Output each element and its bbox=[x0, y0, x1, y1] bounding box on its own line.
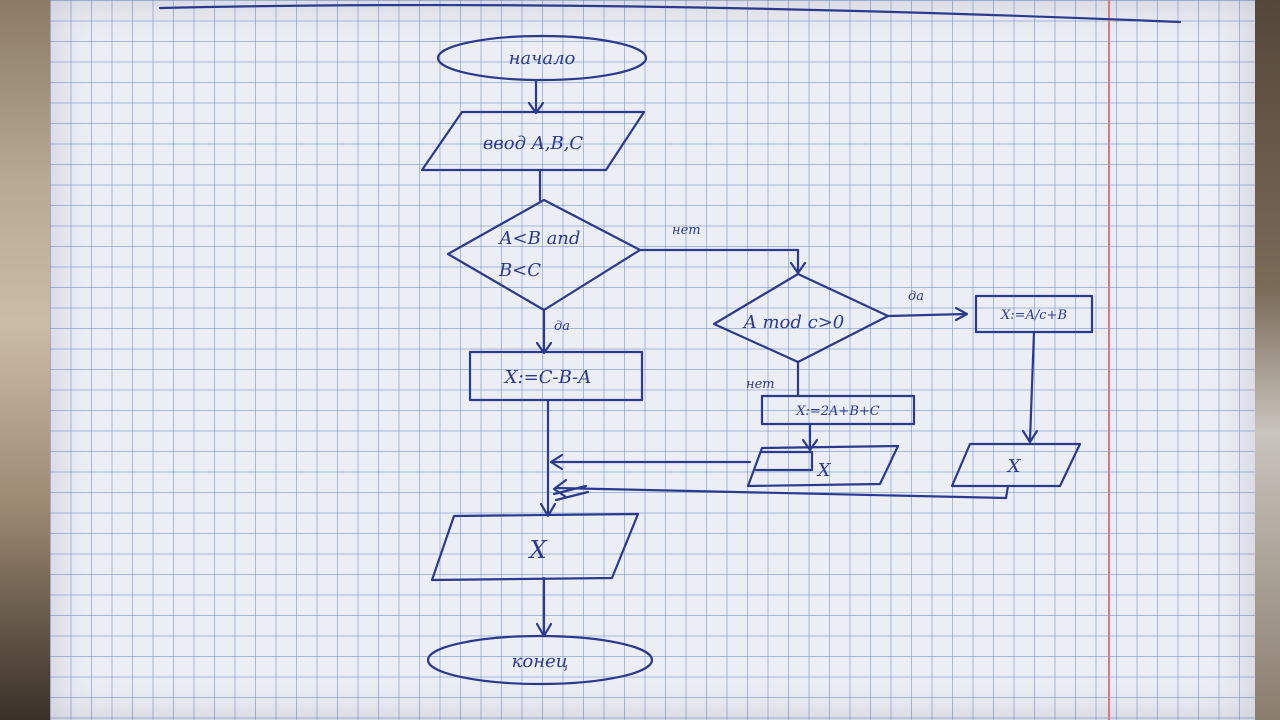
merge-scribble bbox=[552, 484, 590, 502]
label-no-2: нет bbox=[746, 377, 775, 392]
graph-paper bbox=[50, 0, 1255, 720]
assign-1-block: X:=C-B-A bbox=[468, 350, 644, 402]
arrow-cond2-yes-head bbox=[954, 306, 969, 322]
condition-1-line1: A<B and bbox=[498, 228, 581, 249]
arrow-mid-merge-head bbox=[549, 453, 564, 471]
arrow-assign3-output-head bbox=[801, 438, 819, 452]
output-main-label: X bbox=[527, 536, 547, 564]
start-terminal: начало bbox=[436, 34, 648, 82]
arrow-cond2-yes bbox=[886, 312, 968, 318]
input-parallelogram bbox=[420, 110, 646, 172]
output-right-block: X bbox=[950, 442, 1082, 488]
condition-2: A mod c>0 bbox=[712, 272, 890, 364]
output-right-label: X bbox=[1006, 456, 1022, 477]
condition-1: A<B and B<C bbox=[446, 198, 642, 312]
arrow-right-merge-head bbox=[552, 478, 568, 499]
condition-1-diamond bbox=[446, 198, 642, 312]
condition-1-line2: B<C bbox=[498, 260, 541, 281]
arrow-assign2-output bbox=[1028, 330, 1036, 442]
assign-3-block: X:=2A+B+C bbox=[760, 394, 916, 426]
input-label: ввод A,B,C bbox=[483, 133, 584, 154]
assign-1-rect bbox=[468, 350, 644, 402]
end-oval bbox=[426, 634, 654, 686]
label-no-1: нет bbox=[672, 223, 701, 238]
arrow-right-merge bbox=[554, 484, 1010, 500]
label-yes-1: да bbox=[554, 319, 570, 334]
assign-1-label: X:=C-B-A bbox=[503, 367, 591, 388]
assign-2-block: X:=A/c+B bbox=[974, 294, 1094, 334]
output-middle-label: X bbox=[816, 460, 832, 481]
output-middle-parallelogram bbox=[746, 444, 900, 488]
arrow-cond1-no bbox=[638, 248, 800, 274]
output-main-block: X bbox=[430, 512, 640, 582]
paper-margin-line bbox=[1108, 0, 1110, 720]
output-right-parallelogram bbox=[950, 442, 1082, 488]
assign-3-label: X:=2A+B+C bbox=[795, 404, 880, 419]
output-main-parallelogram bbox=[430, 512, 640, 582]
assign-2-label: X:=A/c+B bbox=[1000, 308, 1067, 323]
top-pen-line bbox=[158, 3, 1182, 24]
end-label: конец bbox=[512, 651, 569, 672]
start-label: начало bbox=[509, 48, 576, 69]
input-block: ввод A,B,C bbox=[420, 110, 646, 172]
output-middle-scribble bbox=[754, 450, 814, 472]
label-yes-2: да bbox=[908, 289, 924, 304]
arrow-assign2-output-head bbox=[1021, 429, 1039, 444]
output-middle-block: X bbox=[746, 444, 900, 488]
assign-3-rect bbox=[760, 394, 916, 426]
condition-2-label: A mod c>0 bbox=[742, 312, 845, 333]
start-oval bbox=[436, 34, 648, 82]
end-terminal: конец bbox=[426, 634, 654, 686]
